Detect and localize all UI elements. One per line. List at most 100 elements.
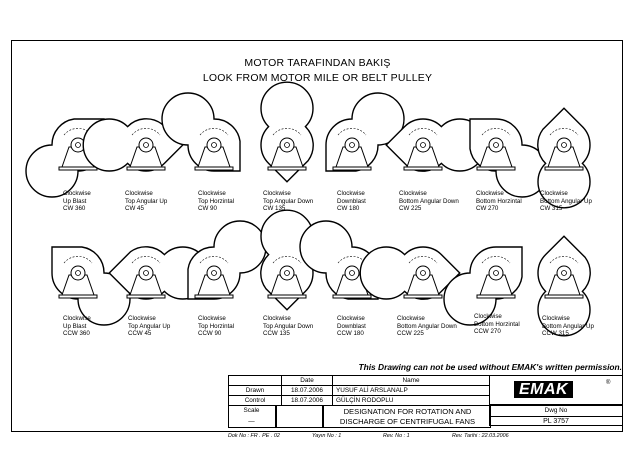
rotation-arrow xyxy=(481,128,511,136)
rotation-arrow xyxy=(549,128,579,136)
rotation-arrow xyxy=(408,256,438,264)
fan-cw-315 xyxy=(537,107,591,209)
fan-base-plate xyxy=(267,166,307,171)
fan-base-plate xyxy=(58,166,98,171)
scale-label: Scale xyxy=(243,407,260,414)
revision-table: Date Name Drawn 18.07.2006 YUSUF ALİ ARS… xyxy=(228,375,490,406)
fan-cw-135 xyxy=(260,81,314,183)
fan-shaft xyxy=(420,270,426,276)
dwg-cell xyxy=(489,405,623,426)
fan-base-plate xyxy=(403,166,443,171)
fan-ccw-135 xyxy=(359,246,461,300)
fan-cw-90 xyxy=(161,92,241,172)
title-english: LOOK FROM MOTOR MILE OR BELT PULLEY xyxy=(202,72,433,84)
fan-shaft xyxy=(349,142,355,148)
fan-base-plate xyxy=(126,294,166,299)
fan-base-plate xyxy=(194,294,234,299)
dwg-divider xyxy=(489,416,623,417)
scale-value: — xyxy=(248,418,255,425)
drawn-label: Drawn xyxy=(228,385,282,396)
rotation-arrow xyxy=(272,128,302,136)
fan-cw-270 xyxy=(469,118,549,198)
fan-shaft xyxy=(561,270,567,276)
revision-number: Rev. No : 1 xyxy=(383,433,410,439)
fan-shaft xyxy=(493,270,499,276)
rotation-arrow xyxy=(337,128,367,136)
publication-number: Yayın No : 1 xyxy=(312,433,342,439)
fan-shaft xyxy=(211,270,217,276)
fan-base-plate xyxy=(544,294,584,299)
fan-base-plate xyxy=(332,294,372,299)
revision-date: Rev. Tarihi : 22.03.2006 xyxy=(452,433,509,439)
rotation-arrow xyxy=(481,256,511,264)
permission-notice: This Drawing can not be used without EMA… xyxy=(358,362,622,372)
scale-cell xyxy=(228,405,277,428)
drawn-name: YUSUF ALİ ARSLANALP xyxy=(332,385,490,396)
fan-shaft xyxy=(75,270,81,276)
fan-base-plate xyxy=(194,166,234,171)
rotation-arrow xyxy=(199,256,229,264)
fan-shaft xyxy=(143,270,149,276)
title-turkish: MOTOR TARAFINDAN BAKIŞ xyxy=(244,57,391,69)
rotation-arrow xyxy=(549,256,579,264)
drawing-description: DESIGNATION FOR ROTATION AND DISCHARGE O… xyxy=(339,407,476,426)
fan-housing xyxy=(359,246,461,300)
fan-shaft xyxy=(420,142,426,148)
fan-ccw-180 xyxy=(299,220,379,300)
registered-mark: ® xyxy=(606,380,611,386)
fan-ccw-45 xyxy=(537,235,591,337)
fan-base-plate xyxy=(126,166,166,171)
company-logo: EMAK xyxy=(514,381,574,398)
fan-shaft xyxy=(211,142,217,148)
fan-shaft xyxy=(284,270,290,276)
control-label: Control xyxy=(228,395,282,406)
control-date: 18.07.2006 xyxy=(281,395,333,406)
fan-ccw-0 xyxy=(51,246,131,326)
fan-shaft xyxy=(75,142,81,148)
fan-shaft xyxy=(143,142,149,148)
dwg-label: Dwg No xyxy=(544,407,568,414)
fan-base-plate xyxy=(332,166,372,171)
doc-number: Dok No : FR . PE . 02 xyxy=(228,433,280,439)
fan-shaft xyxy=(493,142,499,148)
fan-cw-45 xyxy=(82,118,184,172)
fan-base-plate xyxy=(58,294,98,299)
fan-ccw-270 xyxy=(187,220,267,300)
fan-shaft xyxy=(561,142,567,148)
logo-cell xyxy=(489,375,623,405)
rotation-arrow xyxy=(408,128,438,136)
drawing-frame xyxy=(11,40,623,432)
fan-base-plate xyxy=(544,166,584,171)
fan-cw-180 xyxy=(325,92,405,172)
name-header: Name xyxy=(332,375,490,386)
drawn-date: 18.07.2006 xyxy=(281,385,333,396)
rotation-arrow xyxy=(272,256,302,264)
fan-ccw-90 xyxy=(443,246,523,326)
dwg-number: PL 3757 xyxy=(543,418,569,425)
blank-cell xyxy=(228,375,282,386)
fan-base-plate xyxy=(476,166,516,171)
rotation-arrow xyxy=(131,256,161,264)
fan-base-plate xyxy=(476,294,516,299)
fan-shaft xyxy=(284,142,290,148)
fan-ccw-315 xyxy=(108,246,210,300)
fan-shaft xyxy=(349,270,355,276)
rotation-arrow xyxy=(63,256,93,264)
